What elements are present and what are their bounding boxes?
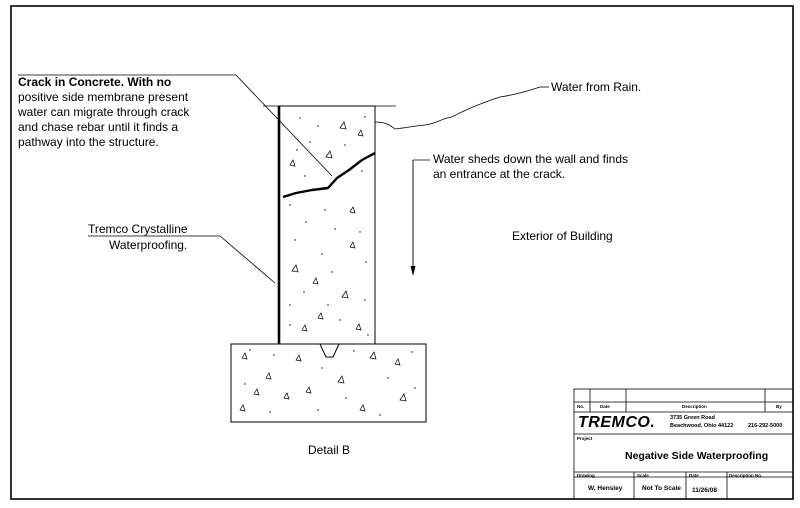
tb-header-date-2: Date [689, 472, 699, 478]
wall-aggregate [289, 121, 364, 332]
tb-header-by: By [776, 404, 782, 409]
tb-date-value: 11/26/08 [692, 487, 717, 494]
waterproofing-note-line-2: Waterproofing. [109, 238, 188, 252]
water-sheds-line-2: an entrance at the crack. [433, 167, 566, 181]
tb-header-drawing: Drawing [577, 472, 595, 478]
crack-note-line-1: Crack in Concrete. With no [18, 75, 172, 89]
crack-note-line-2: positive side membrane present [18, 90, 189, 104]
concrete-footing [230, 343, 427, 423]
sheet-border [10, 5, 794, 500]
tb-header-description: Description [682, 404, 707, 409]
footing-aggregate [239, 351, 407, 412]
water-flow-arrowhead [410, 266, 416, 276]
tb-header-scale: Scale [637, 472, 649, 478]
water-from-rain-label: Water from Rain. [551, 80, 642, 94]
wall-sand-dots [289, 116, 369, 336]
tb-header-no: No. [577, 404, 585, 409]
tb-address-line-2: Beachwood, Ohio 44122 [670, 423, 734, 429]
tb-header-description-no: Description No. [729, 472, 763, 478]
waterproofing-note-line-1: Tremco Crystalline [88, 222, 188, 236]
crack-leader [18, 74, 333, 177]
tb-address-line-1: 3735 Green Road [670, 415, 715, 421]
tb-drawn-by: W. Hensley [588, 485, 623, 492]
concrete-wall [278, 105, 376, 345]
title-block-frame [573, 388, 794, 500]
exterior-of-building-label: Exterior of Building [512, 229, 613, 243]
footing-sand-dots [244, 349, 416, 416]
crack-note-line-3: water can migrate through crack [18, 105, 190, 119]
water-sheds-line-1: Water sheds down the wall and finds [433, 152, 628, 166]
ground-surface [374, 86, 541, 130]
crack-note-line-5: pathway into the structure. [18, 135, 159, 149]
tb-scale-value: Not To Scale [642, 485, 681, 492]
tb-header-date: Date [600, 404, 610, 409]
tremco-logo: TREMCO. [578, 414, 656, 431]
project-title: Negative Side Waterproofing [625, 450, 769, 462]
tb-header-project: Project [577, 436, 593, 441]
crack-note-line-4: and chase rebar until it finds a [18, 120, 179, 134]
waterproofing-leader [88, 235, 276, 284]
detail-label: Detail B [308, 443, 351, 457]
tb-phone: 216-292-5000 [748, 423, 783, 429]
concrete-crack [282, 151, 376, 199]
